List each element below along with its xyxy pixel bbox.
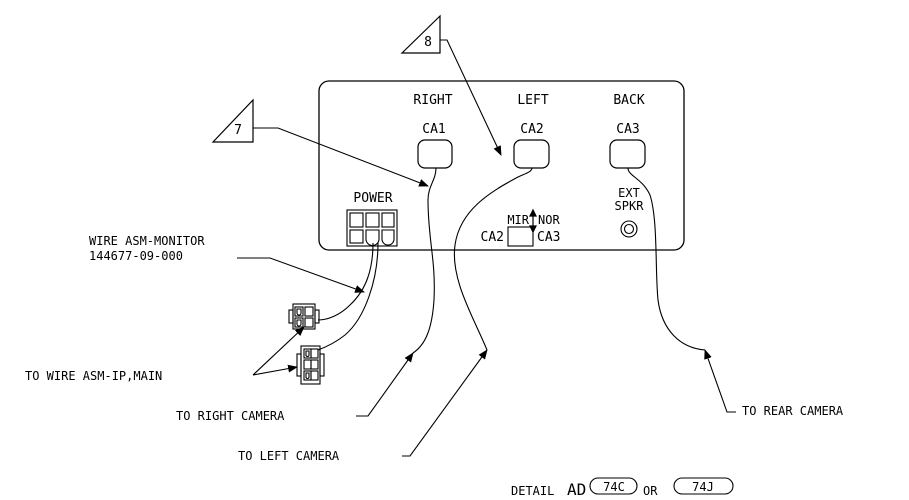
cable-ca3	[627, 167, 706, 351]
callout-triangle-8: 8	[400, 14, 441, 54]
detail-prefix: DETAIL	[511, 484, 554, 498]
jack-ca1[interactable]	[417, 139, 453, 169]
leader-ip-lower-arrow	[252, 364, 298, 376]
leader-ip-upper-arrow	[252, 326, 305, 376]
ext-speaker-jack[interactable]	[620, 220, 638, 238]
callout-7-label: 7	[234, 123, 242, 138]
detail-ref-74c: 74C	[603, 480, 625, 494]
label-ca1: CA1	[422, 122, 445, 137]
detail-or: OR	[643, 484, 658, 498]
jack-ca2[interactable]	[513, 139, 550, 169]
leader-8-arrow	[440, 39, 502, 156]
cable-ca2	[453, 167, 533, 351]
power-connector[interactable]	[346, 209, 398, 247]
label-ca3: CA3	[616, 122, 639, 137]
leader-rear-camera-arrow	[704, 349, 736, 413]
label-right: RIGHT	[413, 93, 452, 108]
jack-ca3[interactable]	[609, 139, 646, 169]
cable-power-lower	[317, 242, 379, 351]
label-mir: MIR	[507, 213, 529, 227]
label-spkr: SPKR	[615, 199, 645, 213]
label-left: LEFT	[517, 93, 548, 108]
label-to-left-camera: TO LEFT CAMERA	[238, 449, 340, 463]
cable-power-upper	[317, 242, 374, 321]
label-switch-ca2: CA2	[481, 230, 504, 245]
leader-left-camera-arrow	[402, 349, 488, 457]
label-ca2: CA2	[520, 122, 543, 137]
label-to-rear-camera: TO REAR CAMERA	[742, 404, 844, 418]
label-to-right-camera: TO RIGHT CAMERA	[176, 409, 285, 423]
label-back: BACK	[613, 93, 644, 108]
monitor-panel	[318, 80, 685, 251]
label-to-wire-ip: TO WIRE ASM-IP,MAIN	[25, 369, 162, 383]
harness-connector-upper	[288, 303, 320, 330]
mir-nor-switch[interactable]	[507, 226, 534, 247]
harness-connector-lower	[296, 345, 325, 385]
detail-ad: AD	[567, 480, 586, 499]
detail-reference: DETAIL AD 74C OR 74J	[511, 477, 734, 499]
detail-ref-74j: 74J	[692, 480, 714, 494]
callout-triangle-7: 7	[211, 98, 254, 143]
label-power: POWER	[353, 191, 392, 206]
callout-8-label: 8	[424, 35, 432, 50]
leader-monitor-arrow	[237, 257, 365, 293]
wire-monitor-label: WIRE ASM-MONITOR	[89, 234, 205, 248]
leader-right-camera-arrow	[356, 352, 414, 417]
label-ext: EXT	[618, 186, 640, 200]
wire-monitor-part-number: 144677-09-000	[89, 249, 183, 263]
cable-ca1	[412, 167, 437, 354]
leader-7-arrow	[253, 127, 429, 187]
label-nor: NOR	[538, 213, 560, 227]
label-switch-ca3: CA3	[537, 230, 560, 245]
